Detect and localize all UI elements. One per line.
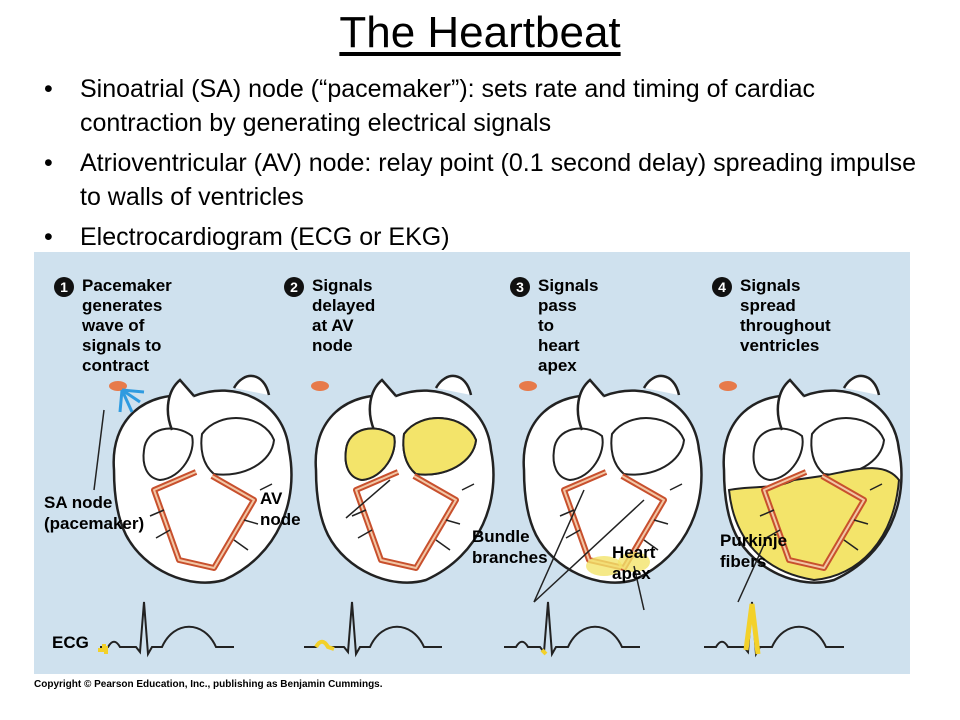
bullet-marker: • <box>44 220 53 254</box>
heart-apex-label: Heart apex <box>612 542 655 584</box>
step-text: Pacemaker generates wave of signals to c… <box>82 276 172 376</box>
ecg-trace-2 <box>304 602 442 654</box>
sa-node-label: SA node (pacemaker) <box>44 492 144 534</box>
bullet-marker: • <box>44 146 53 180</box>
ecg-marker <box>104 646 108 654</box>
step-number: 3 <box>510 277 530 297</box>
bullet-item: • Atrioventricular (AV) node: relay point… <box>40 146 940 214</box>
heartbeat-diagram-panel: 1 Pacemaker generates wave of signals to… <box>34 262 910 674</box>
step-number: 1 <box>54 277 74 297</box>
bundle-branches-label: Bundle branches <box>472 526 548 568</box>
purkinje-fibers-label: Purkinje fibers <box>720 530 787 572</box>
step-text: Signals delayed at AV node <box>312 276 375 356</box>
step-text: Signals spread throughout ventricles <box>740 276 831 356</box>
heart-diagram-2 <box>311 376 493 583</box>
heart-diagram-1 <box>94 376 291 583</box>
ecg-trace-4 <box>704 602 844 654</box>
bullet-marker: • <box>44 72 53 106</box>
av-node-label: AV node <box>260 488 301 530</box>
copyright-notice: Copyright © Pearson Education, Inc., pub… <box>34 679 383 690</box>
step-number: 2 <box>284 277 304 297</box>
bullet-item: • Sinoatrial (SA) node (“pacemaker”): set… <box>40 72 940 140</box>
bullet-list: • Sinoatrial (SA) node (“pacemaker”): set… <box>40 72 940 260</box>
bullet-item: • Electrocardiogram (ECG or EKG) <box>40 220 940 254</box>
step-number: 4 <box>712 277 732 297</box>
bullet-text: Electrocardiogram (ECG or EKG) <box>80 223 450 251</box>
ecg-trace-1 <box>98 602 234 654</box>
step-text: Signals pass to heart apex <box>538 276 598 376</box>
bullet-text: Atrioventricular (AV) node: relay point … <box>80 149 916 211</box>
ecg-trace-3 <box>504 602 640 654</box>
bullet-text: Sinoatrial (SA) node (“pacemaker”): sets… <box>80 75 815 137</box>
page-title: The Heartbeat <box>0 8 960 58</box>
heart-diagram-3 <box>519 376 701 610</box>
ecg-label: ECG <box>52 632 89 653</box>
